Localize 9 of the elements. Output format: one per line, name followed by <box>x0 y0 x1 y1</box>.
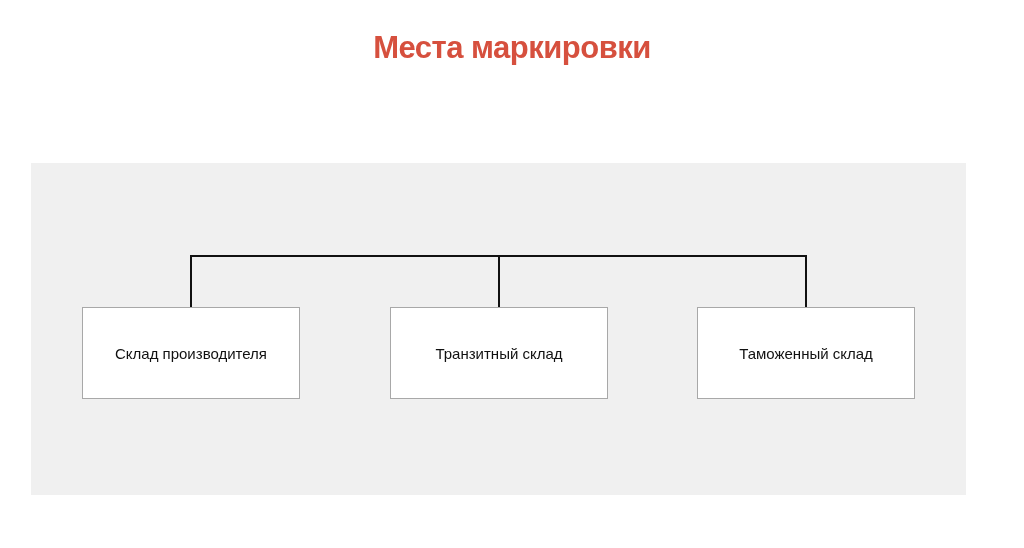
process-box <box>390 307 608 399</box>
box-label: Склад производителя <box>115 344 267 362</box>
process-box <box>82 307 300 399</box>
box-label: Таможенный склад <box>739 344 873 362</box>
connector-line <box>498 255 807 308</box>
box-label: Транзитный склад <box>435 344 563 362</box>
connector-line <box>190 255 500 308</box>
process-box <box>697 307 915 399</box>
diagram-title: Места маркировки <box>372 30 652 66</box>
